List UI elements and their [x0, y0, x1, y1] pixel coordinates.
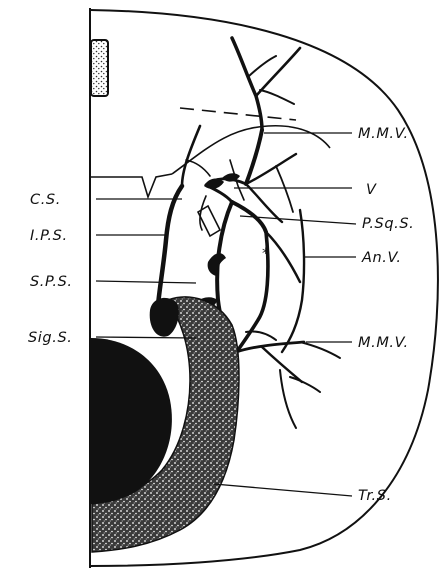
asterisk-marker: * — [262, 246, 270, 262]
label-psqs: P.Sq.S. — [362, 216, 414, 232]
label-trs: Tr.S. — [358, 488, 392, 504]
label-mmv-upper: M.M.V. — [358, 126, 409, 142]
label-ips: I.P.S. — [30, 228, 68, 244]
label-anv: An.V. — [361, 250, 402, 266]
lower-vein-branches — [236, 342, 340, 428]
petrosal-mark-upper — [208, 253, 226, 276]
label-mmv-lower: M.M.V. — [358, 335, 409, 351]
dashed-reference-line — [180, 108, 296, 120]
cavernous-sinus-mark — [204, 179, 224, 189]
label-cs: C.S. — [30, 192, 61, 208]
small-vessel-stub — [198, 206, 220, 236]
vein-network — [182, 38, 300, 222]
label-sigs: Sig.S. — [28, 330, 72, 346]
sinus-junction-blob — [150, 298, 179, 337]
label-sps: S.P.S. — [30, 274, 73, 290]
label-v: V — [366, 182, 377, 198]
bone-fragment — [91, 40, 108, 96]
